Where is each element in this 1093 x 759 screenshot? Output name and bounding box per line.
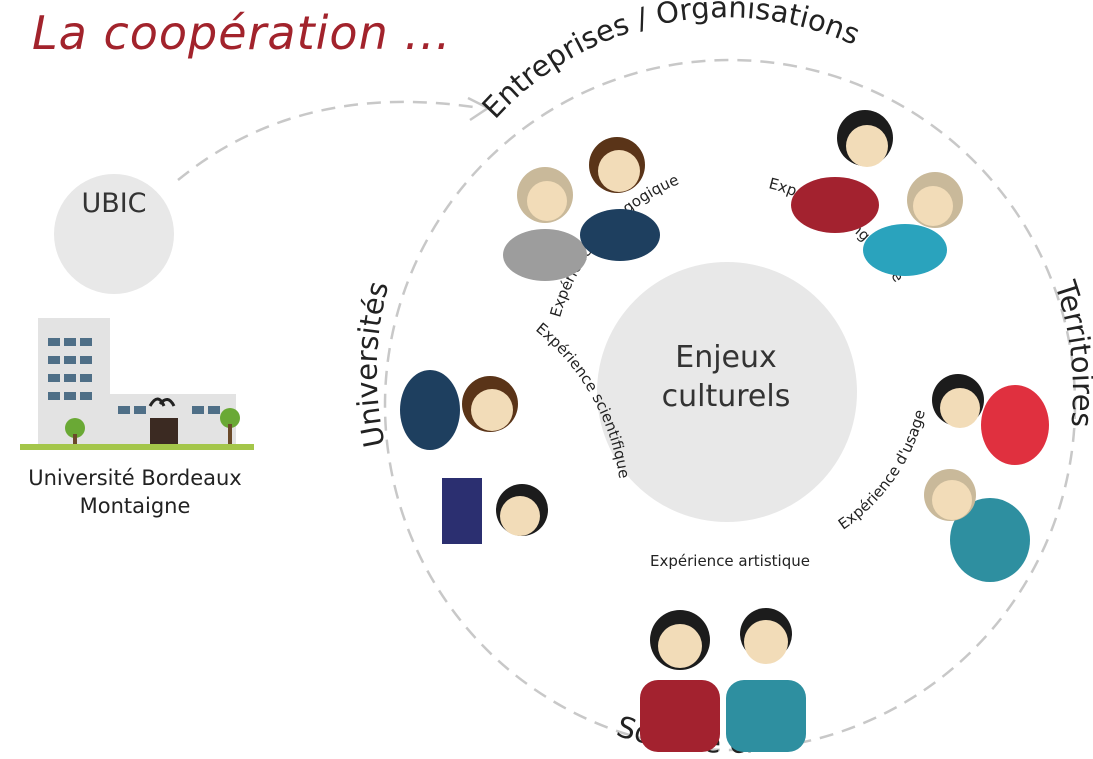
ubic-circle [54, 174, 174, 294]
center-label-line2: culturels [661, 379, 791, 414]
university-name: Université Bordeaux Montaigne [0, 464, 270, 520]
center-circle [597, 262, 857, 522]
person-icon [924, 374, 1049, 582]
ubic-label: UBIC [81, 188, 147, 219]
sector-top-label: Entreprises / Organisations [475, 0, 865, 125]
page-title: La coopération ... [32, 6, 452, 60]
experience-artistique-label: Expérience artistique [650, 552, 810, 570]
university-name-line2: Montaigne [79, 494, 191, 518]
person-icon [791, 110, 963, 276]
sector-left-label: Universités [350, 278, 395, 450]
building-icon [20, 318, 254, 450]
arrow-head [467, 96, 491, 122]
sector-right-label: Territoires [1048, 276, 1093, 429]
person-icon [503, 137, 660, 281]
connector-arrow [177, 100, 481, 181]
person-icon [640, 608, 806, 752]
center-label-line1: Enjeux [675, 340, 777, 375]
outer-dashed-ring [383, 58, 1077, 752]
university-name-line1: Université Bordeaux [28, 466, 242, 490]
person-icon [400, 370, 548, 544]
center-label: Enjeux culturels [596, 338, 856, 416]
